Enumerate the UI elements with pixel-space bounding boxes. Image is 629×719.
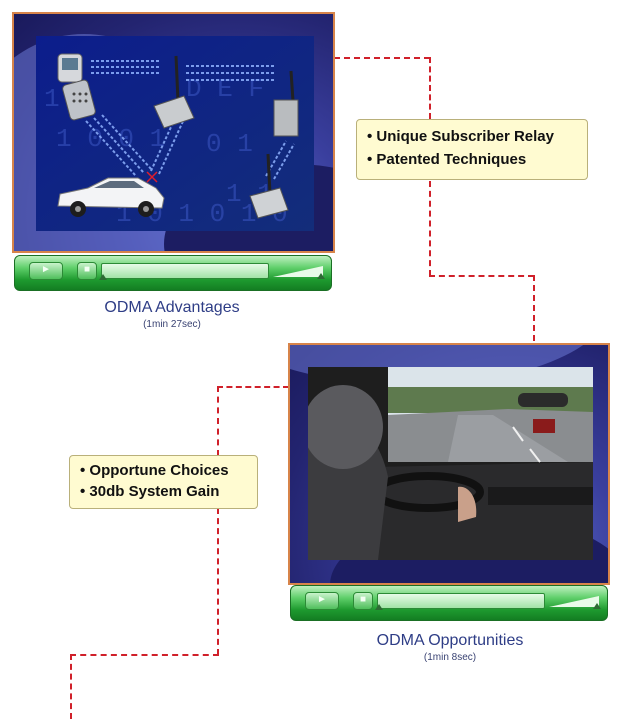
stop-button[interactable]: ■ <box>77 262 97 280</box>
play-button[interactable]: ► <box>305 592 339 610</box>
connector-line <box>70 654 72 719</box>
router-icon <box>249 153 289 219</box>
router-icon <box>153 55 195 129</box>
video-caption: ODMA Advantages (1min 27sec) <box>42 299 302 330</box>
stop-icon: ■ <box>359 594 367 605</box>
video-screen[interactable] <box>308 367 593 560</box>
volume-slider[interactable] <box>549 593 601 609</box>
phone-icon <box>57 53 96 121</box>
callout-item: Unique Subscriber Relay <box>367 125 577 148</box>
seek-thumb[interactable] <box>99 274 107 280</box>
connector-line <box>429 181 431 276</box>
video-player-odma-advantages[interactable]: 1 0D E F 1 0 0 10 1 1 0 1 0 1 01 1 <box>12 12 335 253</box>
video-duration: (1min 27sec) <box>143 319 201 330</box>
connector-line <box>70 654 219 656</box>
seek-bar[interactable] <box>375 593 545 610</box>
video-controls: ► ■ <box>14 255 332 291</box>
svg-text:D E F: D E F <box>186 74 264 104</box>
car-icon <box>57 177 165 217</box>
video-player-odma-opportunities[interactable] <box>288 343 610 585</box>
callout-item: 30db System Gain <box>80 481 247 502</box>
callout-item: Patented Techniques <box>367 148 577 171</box>
connector-line <box>533 275 535 341</box>
video-caption: ODMA Opportunities (1min 8sec) <box>320 632 580 663</box>
volume-wedge <box>549 596 599 607</box>
video-title[interactable]: ODMA Opportunities <box>376 632 524 649</box>
svg-text:0 1: 0 1 <box>206 129 253 159</box>
volume-slider[interactable] <box>273 263 325 279</box>
video-controls: ► ■ <box>290 585 608 621</box>
video-thumbnail-network: 1 0D E F 1 0 0 10 1 1 0 1 0 1 01 1 <box>36 36 314 231</box>
callout-item: Opportune Choices <box>80 460 247 481</box>
connector-line <box>217 386 289 388</box>
video-thumbnail-driving <box>308 367 593 560</box>
callout-box: Unique Subscriber Relay Patented Techniq… <box>356 119 588 180</box>
stop-button[interactable]: ■ <box>353 592 373 610</box>
volume-knob[interactable] <box>317 273 325 279</box>
connector-line <box>217 386 219 456</box>
play-button[interactable]: ► <box>29 262 63 280</box>
video-duration: (1min 8sec) <box>423 652 477 663</box>
volume-wedge <box>273 266 323 277</box>
stop-icon: ■ <box>83 264 91 275</box>
connector-line <box>429 275 534 277</box>
volume-knob[interactable] <box>593 603 601 609</box>
seek-thumb[interactable] <box>375 604 383 610</box>
play-icon: ► <box>41 264 51 275</box>
video-title[interactable]: ODMA Advantages <box>104 299 240 316</box>
router-icon <box>273 70 299 137</box>
video-screen[interactable]: 1 0D E F 1 0 0 10 1 1 0 1 0 1 01 1 <box>36 36 314 231</box>
callout-box: Opportune Choices 30db System Gain <box>69 455 258 509</box>
seek-bar[interactable] <box>99 263 269 280</box>
connector-line <box>429 57 431 119</box>
play-icon: ► <box>317 594 327 605</box>
connector-line <box>217 508 219 655</box>
signal-x-icon <box>146 171 158 183</box>
connector-line <box>334 57 430 59</box>
